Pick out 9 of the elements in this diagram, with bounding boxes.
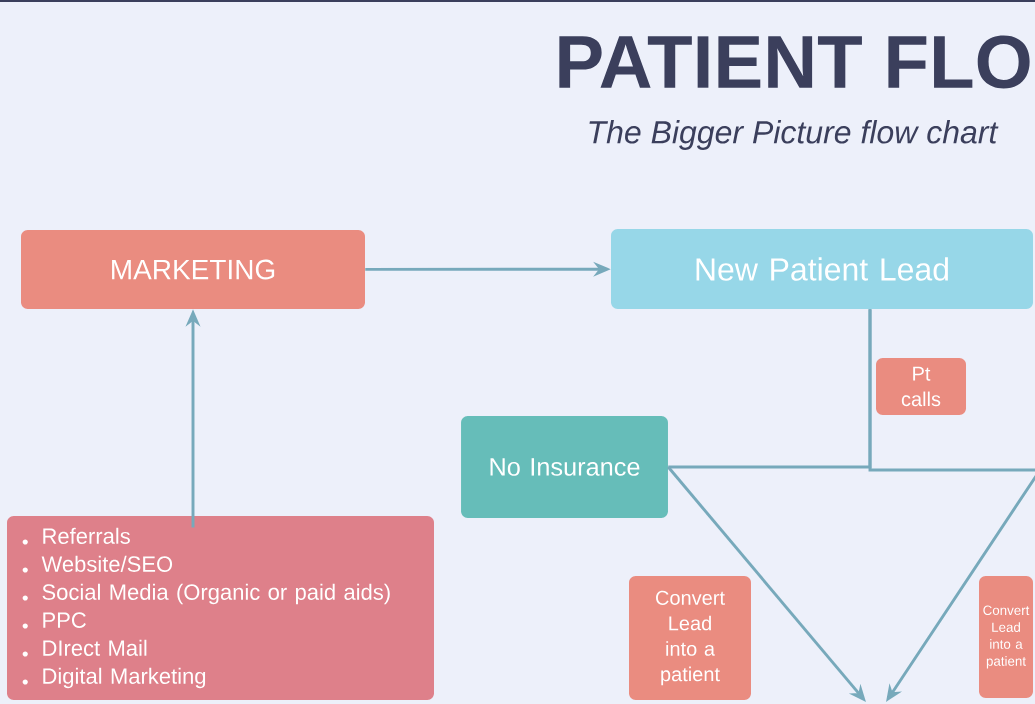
note-box: Convert Lead into a patient <box>979 576 1033 698</box>
process-box: New Patient Lead <box>611 229 1033 309</box>
note-box: Pt calls <box>876 357 966 416</box>
process-box: MARKETING <box>21 230 365 309</box>
title: PATIENT FLO <box>559 35 1030 89</box>
list-text: Referrals Website/SEO Social Media (Organic or paid aids) PPC DIrect Mail Digital Marketing <box>41 527 390 689</box>
process-box: No Insurance <box>461 416 668 518</box>
note-box: Convert Lead into a patient <box>629 576 751 700</box>
subtitle: The Bigger Picture flow chart <box>589 120 999 150</box>
